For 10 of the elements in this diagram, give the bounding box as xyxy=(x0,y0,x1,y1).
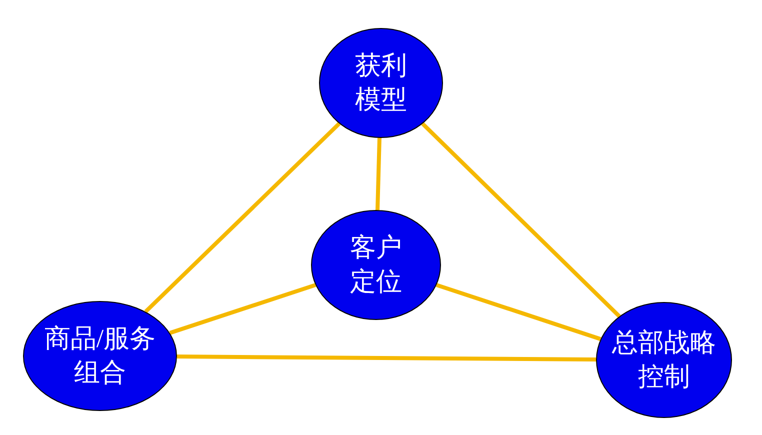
node-label: 商品/服务组合 xyxy=(43,323,157,389)
node-label: 客户定位 xyxy=(349,232,403,298)
connector-line xyxy=(376,138,382,210)
node-label: 获利模型 xyxy=(354,50,408,116)
connector-line xyxy=(436,283,602,341)
node-label: 总部战略控制 xyxy=(610,327,717,393)
connector-line xyxy=(176,354,596,362)
connector-line xyxy=(421,122,621,318)
connector-line xyxy=(169,283,316,335)
connector-line xyxy=(144,122,341,314)
